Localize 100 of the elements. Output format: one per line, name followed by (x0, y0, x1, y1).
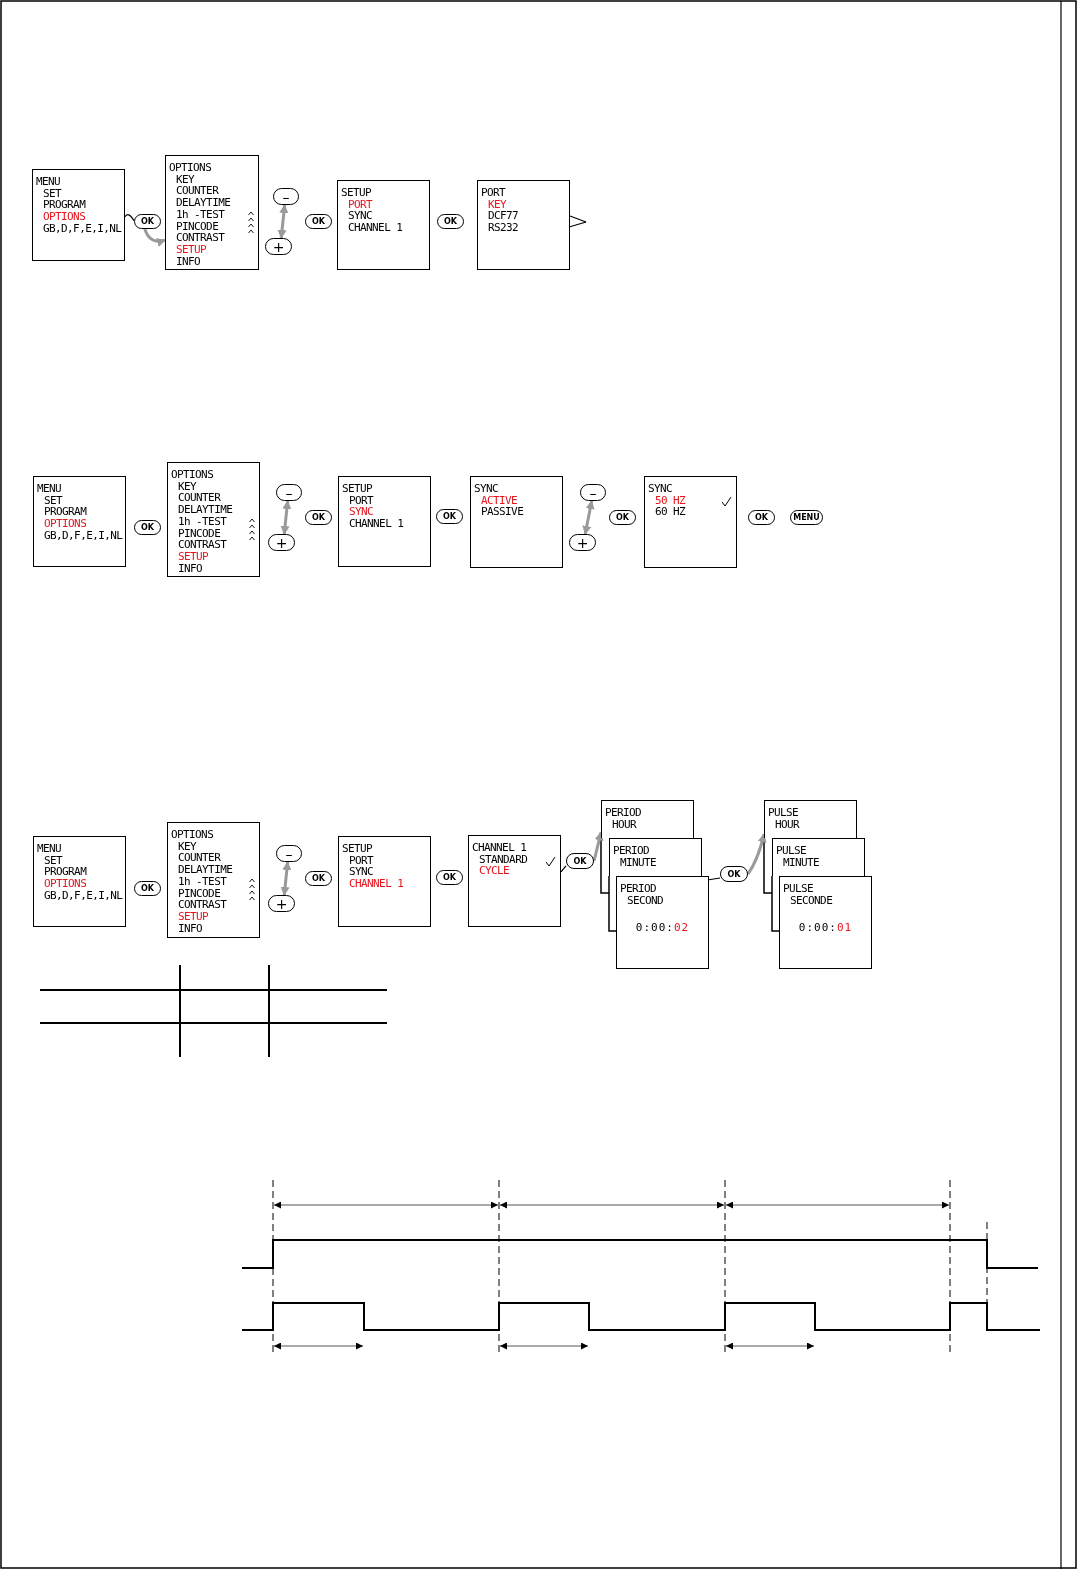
screen-title: PORT (481, 187, 506, 199)
screen-title: MENU (36, 176, 61, 188)
key-button: OK (134, 881, 161, 896)
arrow (280, 500, 292, 535)
menu-item: KEY (177, 840, 197, 853)
menu-item: SYNC (347, 210, 373, 223)
display-screen (33, 836, 126, 927)
menu-item: COUNTER (177, 852, 221, 865)
key-button: OK (437, 214, 464, 229)
menu-item: DELAYTIME (177, 864, 233, 876)
menu-item: SYNC (348, 866, 374, 879)
screen-title: PERIOD (605, 807, 642, 819)
key-button: OK (134, 520, 161, 535)
menu-item: PORT (347, 198, 373, 211)
display-screen (468, 835, 561, 927)
key-button: OK (305, 871, 332, 886)
screen-title: PULSE (768, 807, 799, 819)
time-value: 0:00: (798, 922, 837, 934)
key-button: MENU (790, 510, 823, 525)
arrow (280, 861, 292, 896)
screen-title: SYNC (648, 483, 673, 495)
screen-title: PERIOD (620, 883, 657, 895)
connector-line (124, 214, 135, 222)
menu-item: GB,D,F,E,I,NL (43, 889, 123, 902)
display-screen (165, 155, 259, 270)
key-button: – (276, 845, 302, 862)
menu-item: 60 HZ (654, 506, 686, 519)
display-screen (601, 800, 694, 838)
menu-item: PINCODE (177, 887, 221, 900)
menu-item: OPTIONS (43, 878, 87, 890)
key-button: + (569, 534, 596, 551)
key-button: + (268, 534, 295, 551)
display-screen (338, 836, 431, 927)
screen-title: CHANNEL 1 (472, 842, 527, 854)
menu-item: 50 HZ (654, 494, 686, 507)
menu-item: SYNC (348, 506, 374, 519)
menu-item: INFO (177, 562, 203, 575)
screen-title: OPTIONS (169, 162, 212, 174)
key-button: OK (305, 214, 332, 229)
menu-item: KEY (175, 173, 195, 186)
key-button: OK (134, 214, 161, 229)
arrow (582, 500, 595, 535)
menu-item: ACTIVE (480, 494, 518, 507)
arrow (592, 831, 604, 862)
menu-item: OPTIONS (42, 211, 86, 223)
menu-item: SETUP (177, 550, 209, 563)
key-button: OK (720, 866, 748, 882)
menu-item: 1h -TEST (177, 875, 227, 888)
menu-item: DELAYTIME (175, 197, 231, 209)
key-button: OK (436, 509, 463, 524)
time-value: 02 (673, 922, 690, 934)
key-button: – (580, 484, 606, 501)
menu-item: CONTRAST (177, 539, 227, 551)
key-button: + (268, 895, 295, 912)
key-button: OK (436, 870, 463, 885)
menu-item: PORT (348, 494, 374, 507)
screen-title: MENU (37, 843, 62, 855)
key-button: OK (305, 510, 332, 525)
menu-item: CONTRAST (175, 232, 225, 244)
menu-item: PINCODE (177, 527, 221, 540)
display-screen (644, 476, 737, 568)
menu-item: COUNTER (177, 492, 221, 505)
menu-item: SETUP (177, 910, 209, 923)
menu-item: GB,D,F,E,I,NL (42, 222, 122, 235)
screen-title: PERIOD (613, 845, 650, 857)
menu-item: PROGRAM (43, 866, 87, 879)
menu-item: GB,D,F,E,I,NL (43, 529, 123, 542)
connector-line (708, 877, 721, 881)
menu-item: CHANNEL 1 (348, 518, 404, 530)
key-button: OK (748, 510, 775, 525)
menu-item: CHANNEL 1 (347, 222, 403, 234)
display-screen (338, 476, 431, 567)
arrow (143, 228, 166, 247)
screen-title: MENU (37, 483, 62, 495)
menu-item: SECONDE (789, 894, 833, 907)
time-value: 01 (836, 922, 853, 934)
key-button: + (265, 238, 292, 255)
display-screen (32, 169, 125, 261)
display-screen (779, 876, 872, 969)
menu-item: CHANNEL 1 (348, 878, 404, 890)
screen-title: SETUP (341, 187, 372, 199)
menu-item: INFO (175, 255, 201, 268)
menu-item: PROGRAM (42, 199, 86, 212)
time-value: 0:00: (635, 922, 674, 934)
screen-title: SETUP (342, 483, 373, 495)
menu-item: SET (43, 494, 63, 507)
menu-item: SETUP (175, 243, 207, 256)
display-screen (764, 800, 857, 838)
key-button: – (276, 484, 302, 501)
menu-item: KEY (177, 480, 197, 493)
screen-title: SYNC (474, 483, 499, 495)
screen-title: OPTIONS (171, 469, 214, 481)
menu-item: PASSIVE (480, 506, 524, 519)
menu-item: CYCLE (478, 865, 510, 878)
arrow (746, 833, 767, 875)
menu-item: PINCODE (175, 220, 219, 233)
key-button: – (273, 188, 299, 205)
display-screen (477, 180, 570, 270)
display-screen (772, 838, 865, 876)
menu-item: DELAYTIME (177, 504, 233, 516)
